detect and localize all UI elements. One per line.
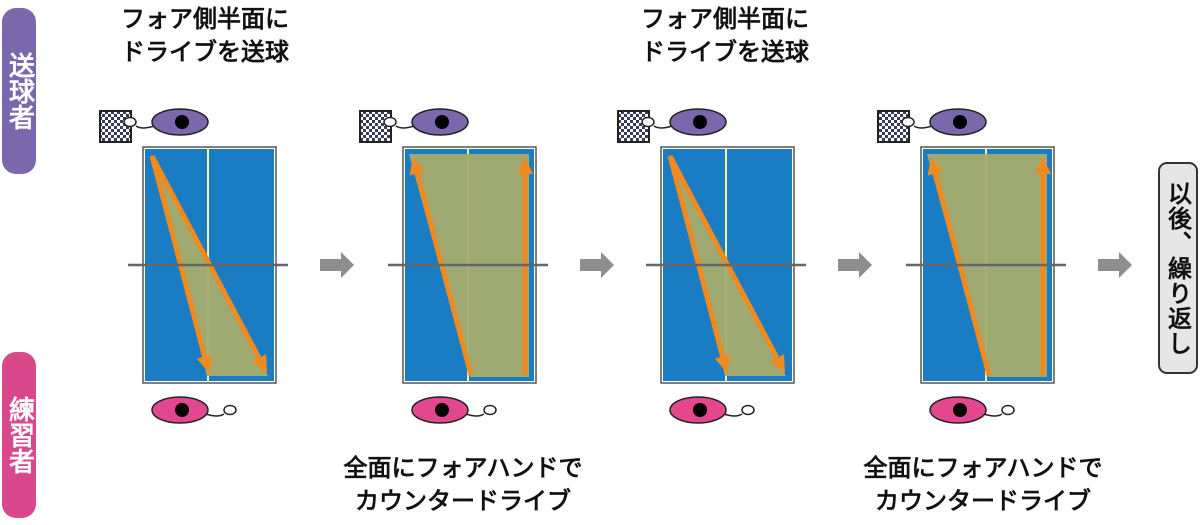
trajectory-arrow bbox=[149, 155, 208, 358]
caption-line: フォア側半面に bbox=[641, 5, 809, 33]
eye-cord-loop bbox=[741, 404, 755, 416]
arrowhead bbox=[714, 354, 731, 373]
eye-pupil bbox=[435, 403, 449, 417]
practicer-caption-2: 全面にフォアハンドで カウンタードライブ bbox=[838, 452, 1128, 518]
server-caption-1: フォア側半面に ドライブを送球 bbox=[100, 3, 310, 69]
arrowhead bbox=[196, 354, 213, 373]
step-arrow bbox=[320, 252, 354, 278]
server-robot-icon bbox=[99, 110, 132, 143]
eye-cord bbox=[205, 413, 225, 417]
eye-pupil bbox=[953, 403, 967, 417]
eye-pupil bbox=[175, 403, 189, 417]
eye-cord-loop bbox=[901, 116, 915, 128]
eye-pupil bbox=[435, 115, 449, 129]
table-panel-4 bbox=[877, 108, 1132, 424]
practicer-label: 練習者 bbox=[2, 352, 36, 518]
eye-cord-loop bbox=[1001, 404, 1015, 416]
caption-line: カウンタードライブ bbox=[355, 487, 571, 515]
eye-cord bbox=[395, 125, 415, 129]
step-arrow bbox=[838, 252, 872, 278]
eye-cord-loop bbox=[223, 404, 237, 416]
caption-line: フォア側半面に bbox=[121, 5, 289, 33]
table-panel-2 bbox=[359, 108, 614, 424]
trajectory-arrow bbox=[149, 154, 262, 360]
eye-pupil bbox=[693, 403, 707, 417]
eye-cord bbox=[983, 413, 1003, 417]
server-label: 送球者 bbox=[2, 8, 36, 174]
eye-cord-loop bbox=[123, 116, 137, 128]
table-panel-3 bbox=[617, 108, 872, 424]
arrowhead bbox=[251, 354, 267, 373]
eye-cord-loop bbox=[483, 404, 497, 416]
server-caption-2: フォア側半面に ドライブを送球 bbox=[620, 3, 830, 69]
eye-pupil bbox=[175, 115, 189, 129]
eye-pupil bbox=[693, 115, 707, 129]
step-arrow bbox=[1098, 252, 1132, 278]
step-arrow bbox=[580, 252, 614, 278]
eye-cord-loop bbox=[383, 116, 397, 128]
trajectory-arrow bbox=[667, 154, 780, 360]
eye-cord bbox=[465, 413, 485, 417]
trajectory-arrow bbox=[414, 172, 474, 376]
caption-line: カウンタードライブ bbox=[875, 487, 1091, 515]
server-robot-icon bbox=[877, 110, 910, 143]
repeat-label: 以後、繰り返し bbox=[1158, 162, 1198, 374]
eye-cord bbox=[135, 125, 155, 129]
arrowhead bbox=[769, 354, 785, 373]
table-panel-1 bbox=[99, 108, 354, 424]
eye-pupil bbox=[953, 115, 967, 129]
trajectory-arrow bbox=[667, 155, 726, 358]
caption-line: ドライブを送球 bbox=[121, 38, 289, 66]
trajectory-arrow bbox=[932, 172, 992, 376]
caption-line: 全面にフォアハンドで bbox=[343, 454, 583, 482]
server-robot-icon bbox=[359, 110, 392, 143]
server-robot-icon bbox=[617, 110, 650, 143]
arrowhead bbox=[927, 157, 944, 176]
caption-line: 全面にフォアハンドで bbox=[863, 454, 1103, 482]
arrowhead bbox=[517, 157, 533, 174]
eye-cord bbox=[653, 125, 673, 129]
arrowhead bbox=[1035, 157, 1051, 174]
eye-cord-loop bbox=[641, 116, 655, 128]
caption-line: ドライブを送球 bbox=[641, 38, 809, 66]
arrowhead bbox=[409, 157, 426, 176]
eye-cord bbox=[723, 413, 743, 417]
practicer-caption-1: 全面にフォアハンドで カウンタードライブ bbox=[318, 452, 608, 518]
eye-cord bbox=[913, 125, 933, 129]
